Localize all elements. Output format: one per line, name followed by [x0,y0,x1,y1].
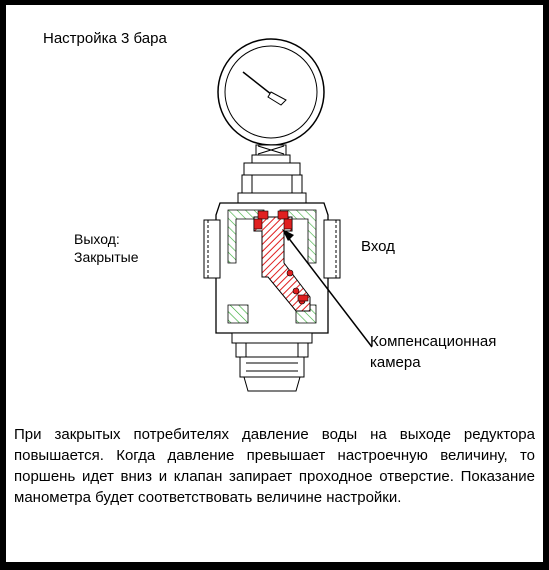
outlet-label-closed: Закрытые [74,249,139,265]
diagram-title: Настройка 3 бара [43,30,167,47]
piston [253,210,311,312]
pressure-reducer-diagram [203,38,373,392]
inlet-label: Вход [361,238,395,255]
chamber-label: Компенсационная [370,333,497,350]
outlet-label: Выход: [74,231,120,247]
slide-panel: Настройка 3 бара Выход: Закрытые Вход Ко… [6,5,543,562]
valve-bonnet [237,162,307,204]
valve-bottom-cap [231,332,313,392]
chamber-label-line2: камера [370,354,421,371]
description-text: При закрытых потребителях давление воды … [14,426,535,506]
gauge-needle [242,71,287,106]
pressure-gauge [217,38,325,164]
chamber-pointer [282,229,373,348]
